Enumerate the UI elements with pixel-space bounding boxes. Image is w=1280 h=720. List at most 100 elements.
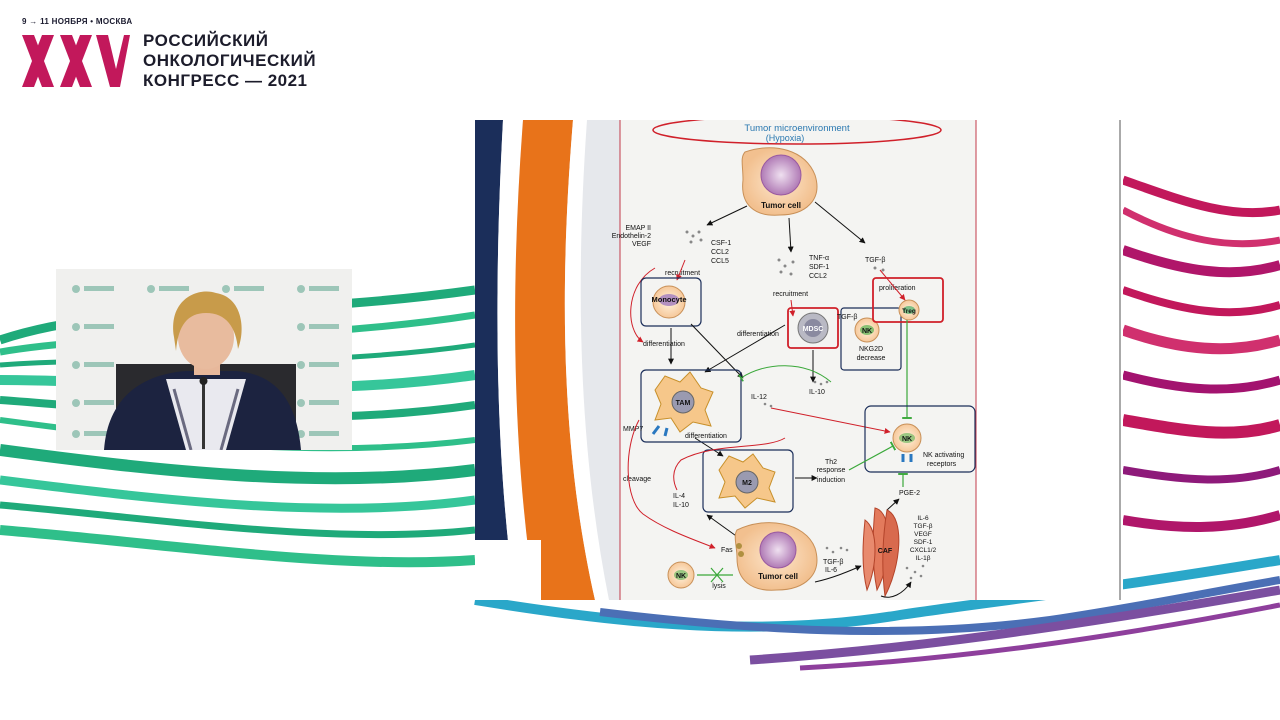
tam-label: TAM <box>676 400 691 407</box>
label-il6-bottom: IL-6 <box>825 567 837 574</box>
arrow-tgfb-treg <box>879 269 906 301</box>
il-dots <box>763 380 829 408</box>
label-tgfb-mid: TGF-β <box>837 314 857 321</box>
label-cleavage: cleavage <box>623 476 651 483</box>
tam-group: TAM <box>640 369 742 443</box>
nk-right-label: NK <box>902 436 912 443</box>
label-caf-sdf1: SDF-1 <box>914 539 933 546</box>
label-sdf1: SDF-1 <box>809 264 829 271</box>
arrow-il12-nk <box>770 407 891 434</box>
label-differentiation-3: differentiation <box>685 433 727 440</box>
arrow-caf-cytokines <box>880 581 912 598</box>
arrow-tumor-caf <box>814 565 862 583</box>
label-caf-tgfb: TGF-β <box>914 523 933 530</box>
monocyte-group: Monocyte <box>640 277 702 327</box>
differentiation-arrows <box>668 323 816 457</box>
congress-title-line-3: КОНГРЕСС — 2021 <box>143 71 308 90</box>
label-caf-vegf: VEGF <box>914 531 932 538</box>
cytokine-dots <box>685 230 885 276</box>
label-induction: induction <box>817 477 845 484</box>
label-th2: Th2 <box>825 459 837 466</box>
arrow-caf-pge2 <box>886 498 900 511</box>
event-date-line: 9 → 11 НОЯБРЯ • МОСКВА <box>22 17 133 26</box>
label-recruitment-1: recruitment <box>665 270 700 277</box>
label-tgfb-bottom: TGF-β <box>823 559 843 566</box>
label-il12: IL-12 <box>751 394 767 401</box>
figure-title: Tumor microenvironment <box>744 123 850 134</box>
label-fas: Fas <box>721 547 733 554</box>
label-differentiation-2: differentiation <box>737 331 779 338</box>
label-tgfb-top: TGF-β <box>865 257 885 264</box>
speaker-person <box>104 291 301 450</box>
inhibition-th2-nk <box>848 441 897 471</box>
mdsc-label: MDSC <box>803 326 824 333</box>
label-caf-il1b: IL-1β <box>916 555 931 562</box>
speaker-video <box>56 269 352 450</box>
label-ccl2: CCL2 <box>711 249 729 256</box>
label-il10-top: IL-10 <box>809 389 825 396</box>
cytokines-middle: TNF-α SDF-1 CCL2 TGF-β <box>809 255 885 280</box>
mdsc-group: MDSC <box>787 307 839 349</box>
caf-group: CAF <box>862 507 900 598</box>
label-il10-bottom: IL-10 <box>673 502 689 509</box>
nk-middle-label: NK <box>862 328 872 335</box>
label-mmp7: MMP7 <box>623 426 643 433</box>
caf-label: CAF <box>878 548 893 555</box>
label-ccl2-mid: CCL2 <box>809 273 827 280</box>
label-recruitment-2: recruitment <box>773 291 808 298</box>
m2-label: M2 <box>742 480 752 487</box>
label-proliferation: proliferation <box>879 285 916 292</box>
lysis-blocked-cross <box>710 567 724 583</box>
label-caf-cxcl: CXCL1/2 <box>910 547 937 554</box>
monocyte-label: Monocyte <box>651 295 686 304</box>
congress-title-line-1: РОССИЙСКИЙ <box>143 31 269 50</box>
tumor-arrows <box>706 201 866 253</box>
label-lysis: lysis <box>712 583 726 590</box>
label-differentiation-1: differentiation <box>643 341 685 348</box>
label-decrease: decrease <box>857 355 886 362</box>
title-ellipse <box>652 120 942 145</box>
treg-group: Treg <box>872 277 944 323</box>
arrow-mmp7-fas <box>627 419 716 549</box>
caf-dots <box>905 564 925 580</box>
backdrop-pattern <box>72 285 339 438</box>
label-nk-activating: NK activating <box>923 452 964 459</box>
congress-title: РОССИЙСКИЙ ОНКОЛОГИЧЕСКИЙ КОНГРЕСС — 202… <box>143 31 316 91</box>
nk-bottom-label: NK <box>676 573 686 580</box>
tumor-cell-top: Tumor cell <box>741 147 818 216</box>
arrow-il4-loop <box>673 437 786 491</box>
right-wave-bands <box>1121 175 1280 532</box>
slide-template-decoration <box>475 120 620 600</box>
tumor-cell-bottom: Tumor cell <box>734 522 818 591</box>
label-nkg2d: NKG2D <box>859 346 883 353</box>
label-caf-il6: IL-6 <box>917 515 929 522</box>
figure-subtitle: (Hypoxia) <box>766 133 805 143</box>
congress-logo-mark <box>22 35 130 87</box>
inhibition-il10-tam <box>738 365 832 383</box>
bottom-wave-bands <box>474 555 1280 671</box>
nk-middle-group: NK NKG2D decrease <box>840 307 902 371</box>
tumor-cell-top-label: Tumor cell <box>761 201 801 210</box>
label-tnfa: TNF-α <box>809 255 829 262</box>
slide-canvas: Tumor microenvironment (Hypoxia) Tumor c… <box>475 120 1121 600</box>
tumor-cell-bottom-label: Tumor cell <box>758 572 798 581</box>
label-vegf: VEGF <box>632 241 651 248</box>
label-endothelin: Endothelin-2 <box>612 233 651 240</box>
treg-label: Treg <box>902 308 916 315</box>
nk-bottom-group: NK <box>667 561 695 589</box>
nk-right-group: NK NK activating receptors <box>864 405 976 473</box>
label-response: response <box>817 467 846 474</box>
tumor-bottom-dots <box>825 546 849 554</box>
m2-group: M2 <box>702 449 794 513</box>
label-ccl5: CCL5 <box>711 258 729 265</box>
th2-labels: Th2 response induction <box>817 459 846 484</box>
speaker-video-frame <box>56 269 352 450</box>
label-pge2: PGE-2 <box>899 490 920 497</box>
caf-cytokine-list: IL-6 TGF-β VEGF SDF-1 CXCL1/2 IL-1β <box>910 515 937 562</box>
cytokines-left: EMAP II Endothelin-2 VEGF CSF-1 CCL2 CCL… <box>612 225 732 265</box>
label-csf1: CSF-1 <box>711 240 731 247</box>
label-receptors: receptors <box>927 461 957 468</box>
label-emap: EMAP II <box>625 225 651 232</box>
label-il4: IL-4 <box>673 493 685 500</box>
presentation-slide: Tumor microenvironment (Hypoxia) Tumor c… <box>475 120 1123 600</box>
